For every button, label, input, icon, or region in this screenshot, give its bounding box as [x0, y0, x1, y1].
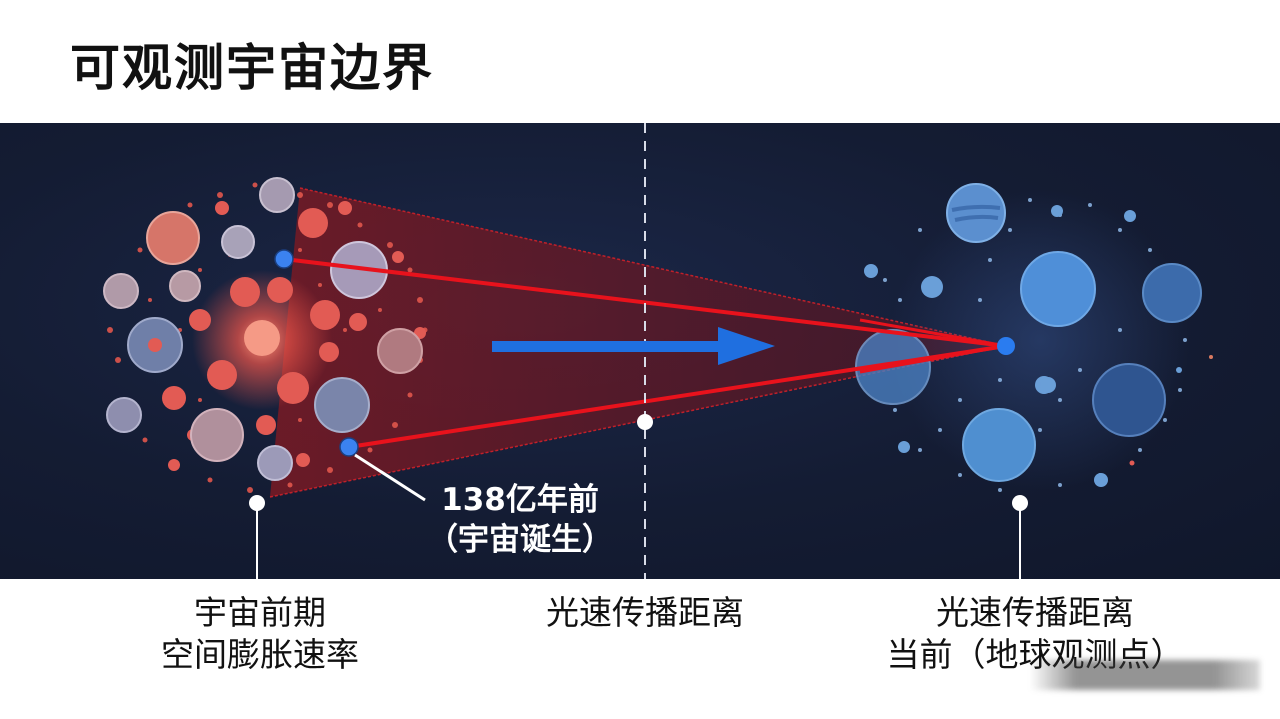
red-galaxy-cluster-icon: [103, 177, 428, 493]
center-label: 光速传播距离: [490, 592, 800, 634]
annotation-line1: 138亿年前: [441, 482, 599, 518]
right-arrow-icon: [492, 327, 775, 365]
universe-diagram: [103, 123, 1213, 579]
watermark-overlay: [1030, 660, 1260, 690]
left-label-line1: 宇宙前期: [194, 593, 326, 632]
right-marker: [1012, 495, 1028, 579]
earth-point-icon: [997, 337, 1015, 355]
blue-dot-icon: [339, 437, 359, 457]
right-label-line1: 光速传播距离: [936, 593, 1134, 632]
blue-galaxy-cluster-icon: [855, 183, 1213, 492]
center-label-line1: 光速传播距离: [546, 593, 744, 632]
marker-dot-icon: [637, 414, 653, 430]
light-ray-lines: [283, 257, 1007, 449]
diagram-panel: 138亿年前 （宇宙诞生）: [0, 123, 1280, 579]
left-label: 宇宙前期 空间膨胀速率: [100, 592, 420, 676]
blue-dot-icon: [274, 249, 294, 269]
birth-annotation: 138亿年前 （宇宙诞生）: [420, 480, 620, 560]
page-title: 可观测宇宙边界: [70, 39, 434, 97]
annotation-pointer: [354, 453, 426, 502]
left-label-line2: 空间膨胀速率: [161, 635, 359, 674]
annotation-line2: （宇宙诞生）: [427, 522, 613, 558]
left-marker: [249, 495, 265, 579]
